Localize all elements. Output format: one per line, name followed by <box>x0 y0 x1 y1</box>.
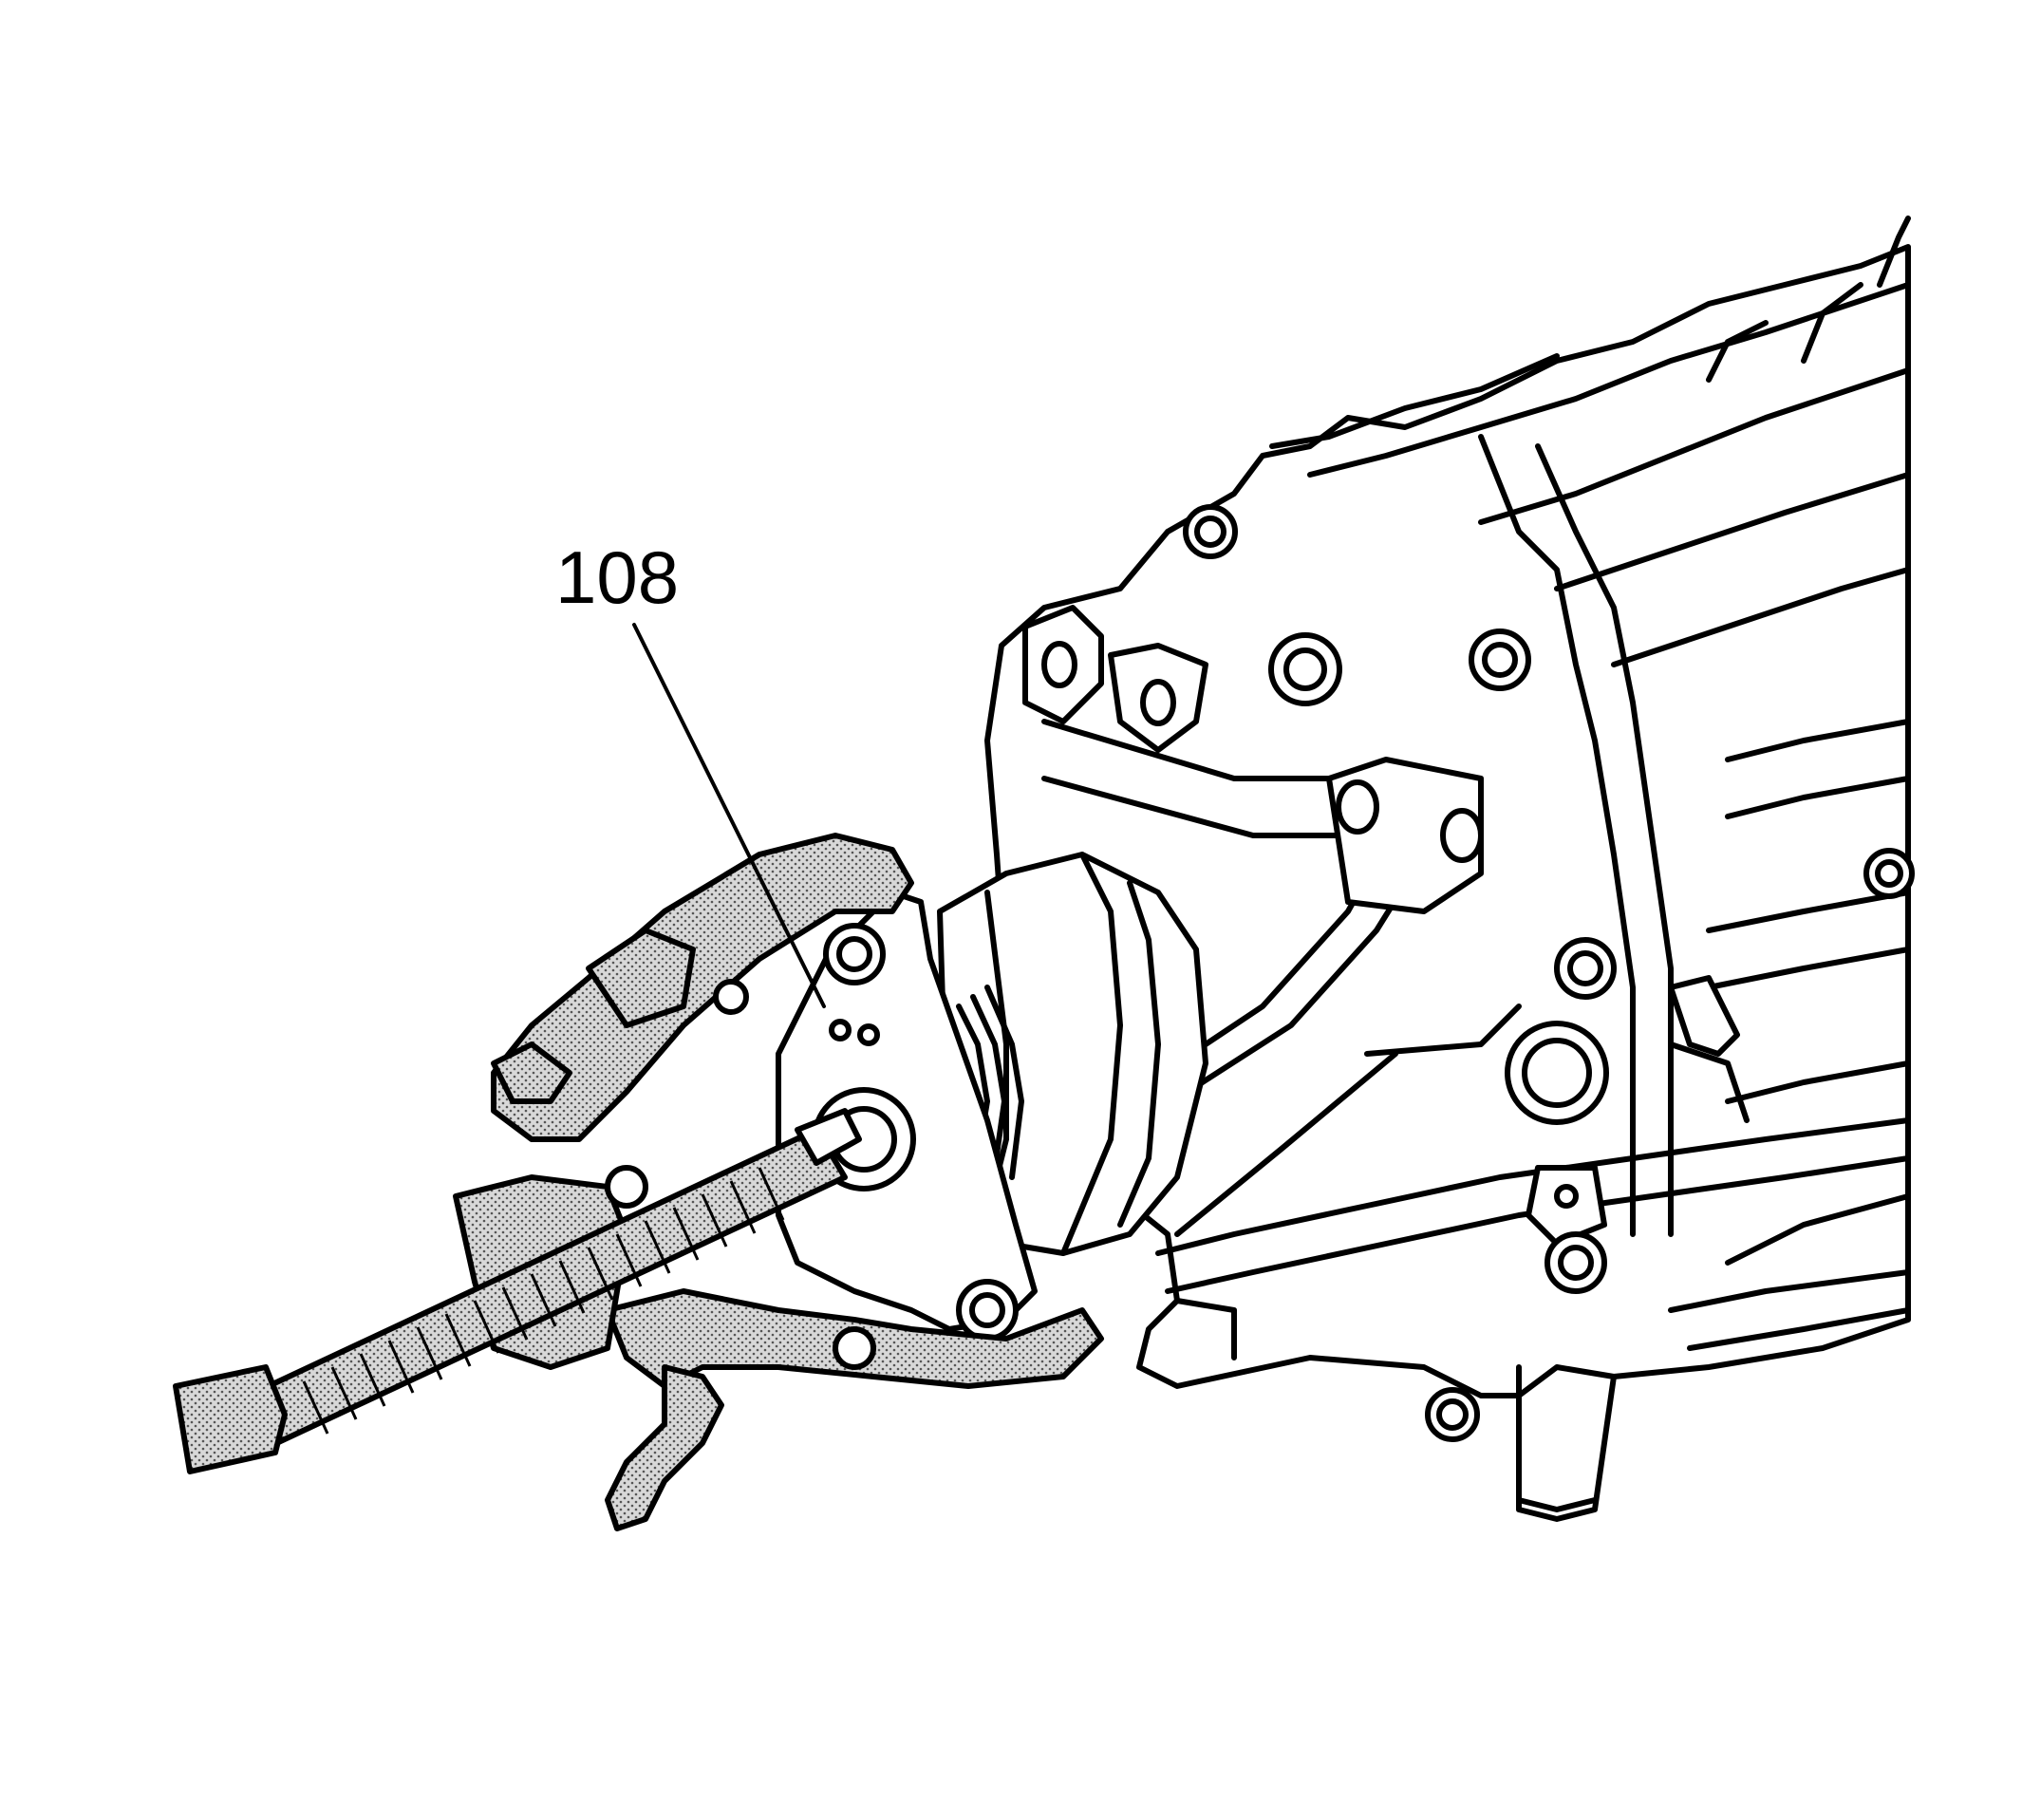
callout-label: 108 <box>555 535 679 619</box>
case-bolts <box>1183 504 1915 1442</box>
transmission-case <box>984 216 1915 1522</box>
callout-leader-line <box>632 623 826 1008</box>
callout-108: 108 <box>555 535 826 1008</box>
puller-tool <box>173 833 1104 1531</box>
